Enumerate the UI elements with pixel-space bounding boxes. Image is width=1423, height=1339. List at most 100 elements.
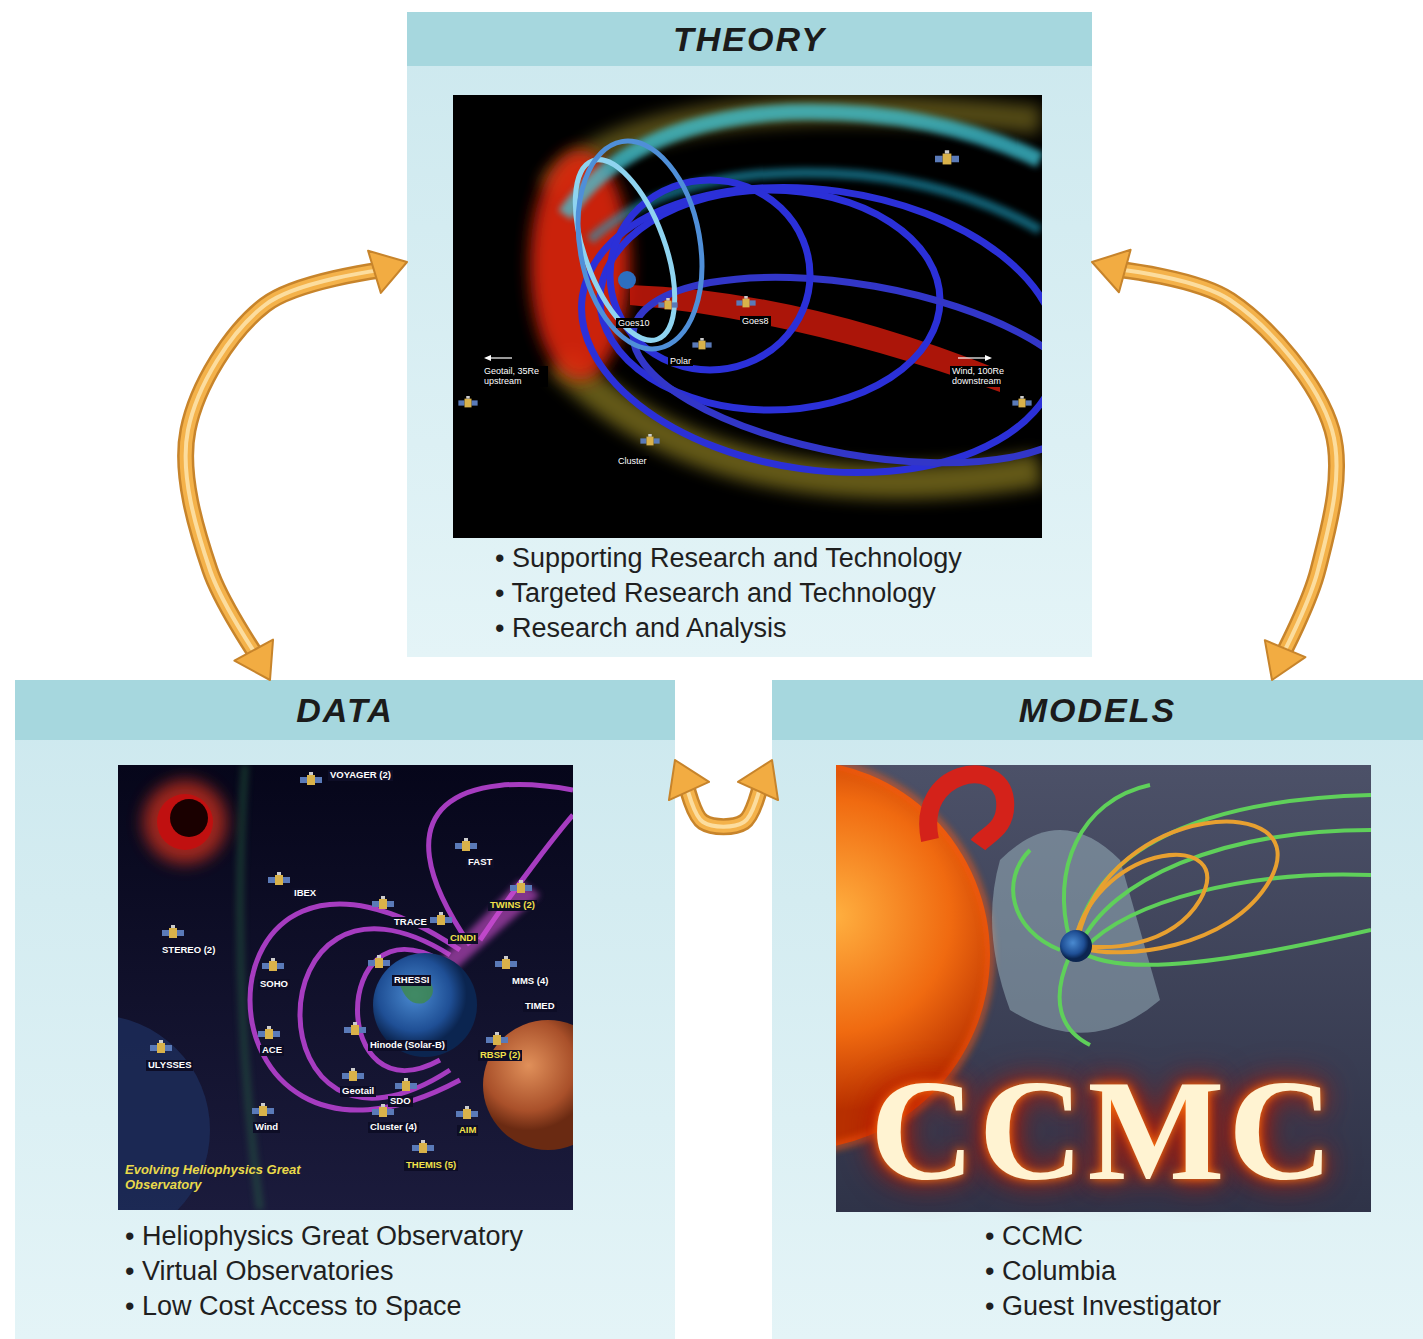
bullet-item: • Guest Investigator (985, 1290, 1221, 1322)
magnetosphere-illustration (618, 271, 636, 289)
callout-label: Geotail (340, 1086, 376, 1097)
magnetosphere-illustration (484, 355, 491, 361)
arrowhead (738, 760, 778, 800)
callout-label: Goes8 (740, 316, 771, 326)
double-arrow (1092, 250, 1337, 680)
panel-header-band (407, 12, 1092, 66)
magnetosphere-illustration (935, 150, 959, 164)
magnetosphere-illustration (1012, 396, 1031, 407)
callout-label: TWINS (2) (488, 900, 537, 911)
callout-label: STEREO (2) (160, 945, 217, 956)
magnetosphere-illustration (692, 338, 711, 349)
callout-label: Wind (253, 1122, 280, 1133)
panel-heading: DATA (15, 680, 675, 740)
callout-label: Wind, 100Re downstream (950, 366, 1022, 387)
models-panel: MODELS• CCMC• Columbia• Guest Investigat… (772, 680, 1423, 1339)
observatory-illustration (262, 958, 284, 971)
arrowhead (234, 640, 273, 680)
observatory-illustration (344, 1022, 366, 1035)
magnetosphere-illustration (490, 357, 512, 358)
observatory-illustration (395, 1078, 417, 1091)
space-weather-model-illustration (1075, 855, 1207, 947)
observatory-illustration (300, 772, 322, 785)
magnetosphere-illustration (958, 357, 986, 358)
space-weather-model-illustration (1060, 955, 1090, 1045)
callout-label: IBEX (292, 888, 318, 899)
arrow-outline (687, 786, 761, 827)
magnetosphere-illustration (640, 434, 659, 445)
arrowhead (1265, 640, 1306, 680)
arrowhead (669, 760, 709, 800)
arrowhead (368, 251, 407, 293)
panel-heading: THEORY (407, 12, 1092, 66)
observatory-illustration (157, 794, 213, 850)
double-arrow (186, 251, 407, 680)
observatory-illustration (258, 1026, 280, 1039)
observatory-illustration (483, 1020, 573, 1150)
space-weather-model-illustration (1085, 874, 1371, 948)
observatory-illustration (268, 872, 290, 885)
magnetosphere-illustration (610, 180, 810, 370)
observatory-illustration (486, 1032, 508, 1045)
callout-label: CINDI (448, 933, 478, 944)
panel-body (15, 680, 675, 1339)
callout-label: ULYSSES (146, 1060, 193, 1071)
bullet-item: • Low Cost Access to Space (125, 1290, 462, 1322)
callout-label: Hinode (Solar-B) (368, 1040, 447, 1051)
space-weather-model-illustration (1078, 822, 1278, 953)
panel-background (15, 680, 675, 1339)
observatory-illustration (252, 1103, 274, 1116)
magnetosphere-illustration (555, 147, 695, 353)
magnetosphere-illustration (658, 298, 677, 309)
arrow-highlight (687, 786, 761, 827)
callout-label: AIM (457, 1125, 478, 1136)
bullet-item: • Targeted Research and Technology (495, 577, 936, 609)
observatory-illustration (162, 925, 184, 938)
arrow-shaft (1119, 269, 1337, 654)
magnetosphere-illustration (563, 131, 718, 359)
panel-background (407, 12, 1092, 657)
caption-label: Evolving Heliophysics Great Observatory (123, 1163, 307, 1193)
observatory-illustration (440, 880, 540, 970)
observatory-illustration (372, 896, 394, 909)
magnetosphere-illustration (985, 355, 992, 361)
panel-backgrounds (15, 12, 1423, 1339)
callout-label: RBSP (2) (478, 1050, 522, 1061)
arrow-shaft (687, 786, 761, 827)
arrow-outline (186, 270, 381, 655)
callout-label: TIMED (523, 1001, 557, 1012)
bullet-item: • Supporting Research and Technology (495, 542, 962, 574)
arrow-highlight (1119, 269, 1337, 654)
callout-label: ACE (260, 1045, 284, 1056)
space-weather-model-illustration (1060, 930, 1092, 962)
bullet-item: • Columbia (985, 1255, 1116, 1287)
callout-label: Goes10 (616, 318, 652, 328)
space-weather-model-illustration (1013, 850, 1060, 950)
callout-label: THEMIS (5) (404, 1160, 458, 1171)
panel-heading: MODELS (772, 680, 1423, 740)
arrow-shaft (186, 270, 381, 655)
observatory-illustration (368, 955, 390, 968)
observatory-illustration (456, 1106, 478, 1119)
callout-label: Geotail, 35Re upstream (482, 366, 548, 387)
callout-label: Polar (668, 356, 693, 366)
panel-header-band (15, 680, 675, 740)
magnetosphere-illustration (736, 296, 755, 307)
observatory-illustration (143, 780, 227, 864)
arrow-highlight (186, 270, 381, 655)
bullet-item: • Virtual Observatories (125, 1255, 394, 1287)
bullet-item: • Heliophysics Great Observatory (125, 1220, 523, 1252)
space-weather-model-illustration (928, 774, 1005, 845)
observatory-illustration (150, 1040, 172, 1053)
callout-label: SDO (388, 1096, 413, 1107)
arrow-outline (1119, 269, 1337, 654)
magnetosphere-illustration (600, 190, 940, 410)
panel-body (407, 12, 1092, 657)
callout-label: RHESSI (392, 975, 431, 986)
observatory-illustration (495, 956, 517, 969)
callout-label: FAST (466, 857, 494, 868)
callout-label: TRACE (392, 917, 429, 928)
space-weather-model-illustration (836, 765, 1371, 1212)
